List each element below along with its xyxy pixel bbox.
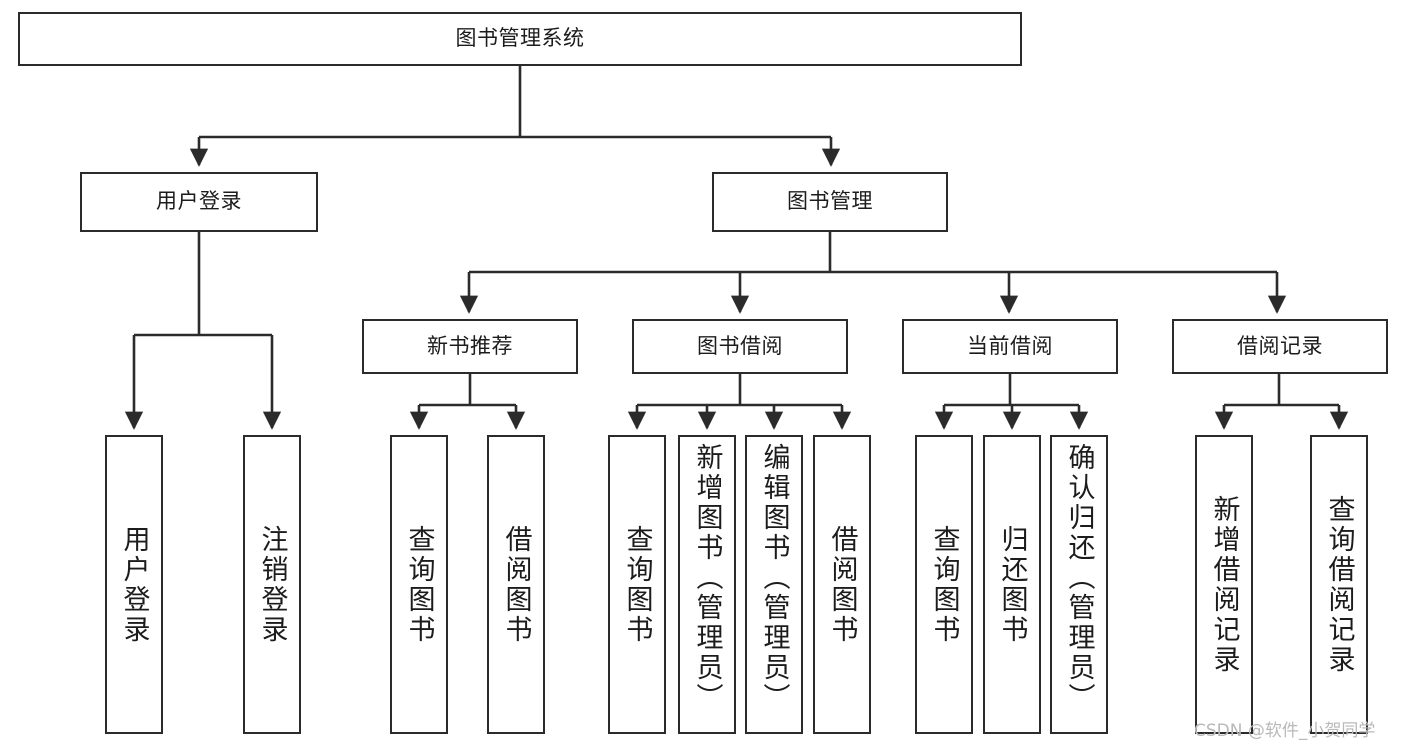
node-leaf-record-add-label: 新增借阅记录	[1208, 494, 1240, 675]
node-leaf-user-logout[interactable]: 注销登录	[243, 435, 301, 734]
node-leaf-recommend-query-label: 查询图书	[403, 524, 435, 645]
node-leaf-recommend-borrow-label: 借阅图书	[500, 524, 532, 645]
node-leaf-borrow-query[interactable]: 查询图书	[608, 435, 666, 734]
node-root[interactable]: 图书管理系统	[18, 12, 1022, 66]
csdn-watermark: CSDN @软件_小贺同学	[1194, 721, 1376, 741]
node-user-login-label: 用户登录	[156, 189, 242, 214]
node-borrow-record-label: 借阅记录	[1237, 333, 1323, 358]
node-leaf-recommend-borrow[interactable]: 借阅图书	[487, 435, 545, 734]
node-new-book-recommend[interactable]: 新书推荐	[362, 319, 578, 374]
node-leaf-current-return[interactable]: 归还图书	[983, 435, 1041, 734]
node-leaf-record-query[interactable]: 查询借阅记录	[1310, 435, 1368, 734]
node-user-login[interactable]: 用户登录	[80, 172, 318, 232]
node-leaf-record-query-label: 查询借阅记录	[1323, 494, 1355, 675]
node-leaf-borrow-add-label: 新增图书（管理员）	[691, 443, 723, 713]
node-leaf-borrow-query-label: 查询图书	[621, 524, 653, 645]
node-leaf-record-add[interactable]: 新增借阅记录	[1195, 435, 1253, 734]
node-leaf-user-logout-label: 注销登录	[256, 524, 288, 645]
node-book-borrow[interactable]: 图书借阅	[632, 319, 848, 374]
node-current-borrow-label: 当前借阅	[967, 333, 1053, 358]
node-leaf-borrow-edit-label: 编辑图书（管理员）	[758, 443, 790, 713]
node-leaf-current-confirm[interactable]: 确认归还（管理员）	[1050, 435, 1108, 734]
node-root-label: 图书管理系统	[455, 26, 585, 51]
node-book-borrow-label: 图书借阅	[697, 333, 783, 358]
node-leaf-borrow-edit[interactable]: 编辑图书（管理员）	[745, 435, 803, 734]
node-leaf-user-login-label: 用户登录	[118, 524, 150, 645]
node-book-manage[interactable]: 图书管理	[712, 172, 948, 232]
node-leaf-borrow-add[interactable]: 新增图书（管理员）	[678, 435, 736, 734]
node-borrow-record[interactable]: 借阅记录	[1172, 319, 1388, 374]
node-leaf-current-query-label: 查询图书	[928, 524, 960, 645]
node-leaf-current-return-label: 归还图书	[996, 524, 1028, 645]
node-book-manage-label: 图书管理	[787, 189, 873, 214]
node-leaf-current-query[interactable]: 查询图书	[915, 435, 973, 734]
node-current-borrow[interactable]: 当前借阅	[902, 319, 1118, 374]
node-new-book-recommend-label: 新书推荐	[427, 333, 513, 358]
node-leaf-user-login[interactable]: 用户登录	[105, 435, 163, 734]
node-leaf-recommend-query[interactable]: 查询图书	[390, 435, 448, 734]
node-leaf-borrow-lend[interactable]: 借阅图书	[813, 435, 871, 734]
node-leaf-current-confirm-label: 确认归还（管理员）	[1063, 443, 1095, 713]
node-leaf-borrow-lend-label: 借阅图书	[826, 524, 858, 645]
